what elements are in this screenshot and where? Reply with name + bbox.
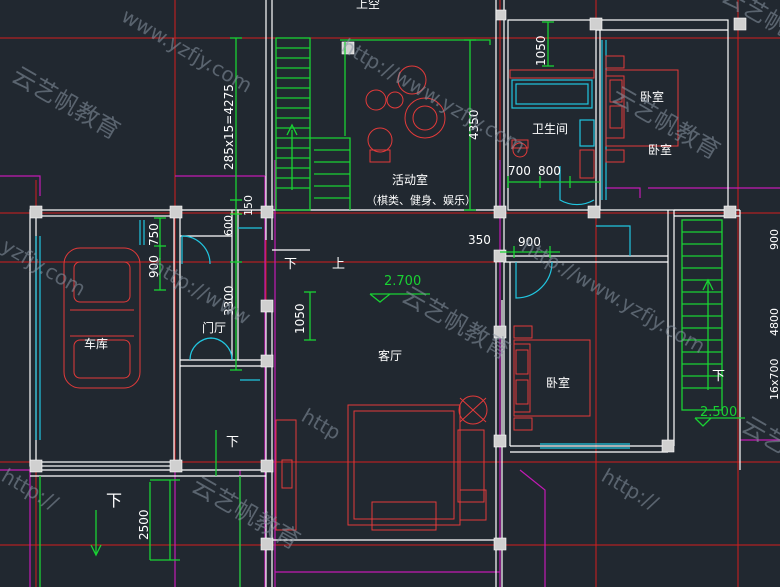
dim-900-left: 900	[147, 255, 161, 278]
windows	[35, 40, 631, 449]
foyer-door	[181, 235, 233, 361]
elevation-right-stair: 2.500	[700, 405, 737, 420]
dim-700: 700	[508, 164, 531, 178]
watermark-brand: 云艺帆教育	[187, 471, 305, 555]
garage-label: 车库	[84, 336, 108, 351]
activity-room-note: （棋类、健身、娱乐）	[366, 193, 476, 207]
dim-900-mid: 900	[518, 235, 541, 249]
site-boundary	[0, 160, 780, 587]
dim-right-1670: 16x700	[768, 358, 780, 400]
dim-1050-living: 1050	[293, 303, 307, 334]
watermark-brand: 云艺帆教育	[717, 0, 780, 65]
stair-right	[681, 219, 723, 411]
furniture-activity-room	[365, 65, 446, 163]
void-above-label: 上空	[356, 0, 380, 11]
activity-room-label: 活动室	[392, 172, 428, 187]
stair-up-label: 上	[332, 257, 345, 272]
watermark-brand: 云艺帆教育	[7, 61, 125, 145]
dim-3300: 3300	[222, 285, 236, 316]
watermark-brand: 云艺帆教育	[737, 411, 780, 495]
room-labels: 上空 活动室 （棋类、健身、娱乐） 卫生间 卧室 卧室 车库 门厅 客厅 卧室	[84, 0, 672, 390]
watermark-url: http://www.yzfjy.com	[338, 34, 530, 159]
living-room-label: 客厅	[378, 348, 402, 363]
stair-top-left	[275, 37, 491, 211]
dim-800: 800	[538, 164, 561, 178]
dim-350: 350	[468, 233, 491, 247]
dim-right-4800: 4800	[768, 308, 780, 336]
garage-down-label: 下	[226, 435, 239, 450]
watermark-brand: 云艺帆教育	[397, 281, 515, 365]
foyer-label: 门厅	[202, 320, 226, 335]
watermark-url: http	[298, 404, 346, 445]
bedroom-top-sub-label: 卧室	[648, 142, 672, 157]
stair-labels: 下 上 下 下 下	[106, 257, 725, 510]
stair-down-label: 下	[284, 257, 297, 272]
watermark-url: http://www	[148, 254, 256, 330]
elevation-labels: 2.700 2.500	[384, 274, 737, 420]
entry-steps	[39, 430, 241, 587]
elevation-main: 2.700	[384, 274, 421, 289]
furniture-living-room	[275, 395, 488, 531]
dim-right-900: 900	[768, 229, 780, 250]
entry-down-label: 下	[106, 491, 122, 510]
furniture-bathroom	[509, 69, 595, 179]
dim-750: 750	[147, 223, 161, 246]
dim-285: 285x15=4275	[222, 84, 236, 170]
dim-2500: 2500	[137, 509, 151, 540]
dim-600: 600	[222, 215, 235, 236]
furniture-bedroom-middle	[513, 325, 591, 431]
furniture-bedroom-top	[605, 55, 679, 163]
bedroom-top-label: 卧室	[640, 89, 664, 104]
dimension-labels: 1050 4350 700 800 285x15=4275 150 600 75…	[137, 35, 780, 540]
watermark-url: http://	[598, 464, 663, 516]
dim-1050-bath: 1050	[534, 35, 548, 66]
structural-columns	[29, 9, 747, 551]
bedroom-middle-label: 卧室	[546, 375, 570, 390]
bathroom-label: 卫生间	[532, 122, 568, 136]
right-stair-down-label: 下	[712, 369, 725, 384]
watermark-url: yzfjy.com	[0, 234, 90, 301]
furniture-garage-car	[63, 247, 141, 389]
dim-150: 150	[242, 195, 255, 216]
dim-4350: 4350	[467, 109, 481, 140]
dimension-lines	[149, 21, 745, 560]
